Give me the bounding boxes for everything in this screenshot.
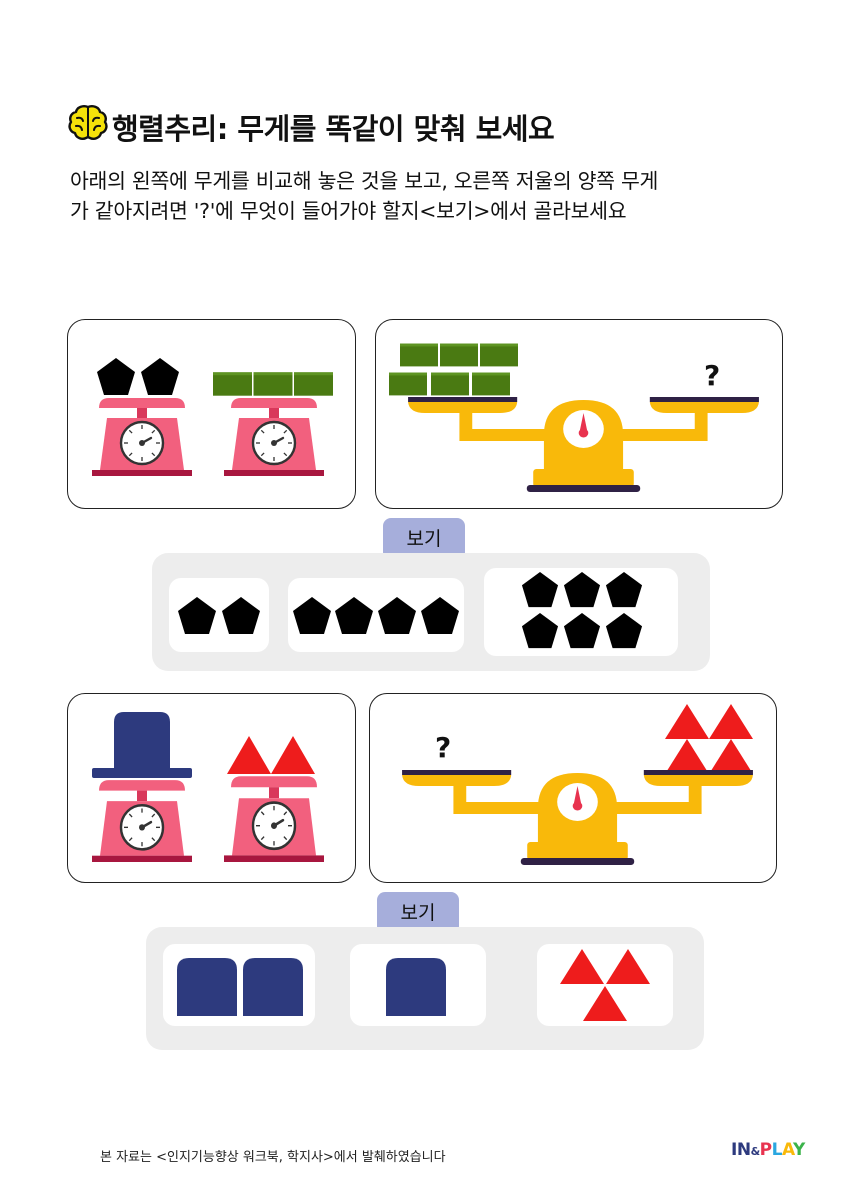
instructions-line-2: 가 같아지려면 '?'에 무엇이 들어가야 할지<보기>에서 골라보세요 [70, 199, 627, 223]
problem2-option-1[interactable] [163, 944, 315, 1026]
problem2-triangle-pair [227, 736, 315, 774]
triangle-group-3 [560, 949, 650, 1021]
logo-p: P [759, 1140, 772, 1160]
problem1-option-2[interactable] [288, 578, 464, 652]
problem2-question-mark: ? [435, 731, 452, 764]
problem1-brick-row [213, 372, 333, 396]
problem2-option-2[interactable] [350, 944, 486, 1026]
problem1-question-mark: ? [704, 359, 721, 392]
problem2-triangle-stack [665, 704, 753, 774]
logo-l: L [771, 1140, 783, 1160]
problem1-option-1[interactable] [169, 578, 269, 652]
pentagon-group-6 [521, 571, 643, 649]
pentagon-group-2 [178, 597, 260, 634]
hat-group-2 [177, 958, 303, 1016]
problem1-comparison-panel [67, 319, 356, 509]
problem1-kitchen-scale-right [222, 396, 326, 476]
source-note: 본 자료는 <인지기능향상 워크북, 학지사>에서 발췌하였습니다 [100, 1150, 446, 1165]
problem1-balance-scale [408, 397, 759, 492]
inplay-logo: IN&PLAY [731, 1140, 805, 1160]
problem2-balance-scale [402, 770, 753, 865]
brain-icon [68, 105, 108, 140]
instructions-line-1: 아래의 왼쪽에 무게를 비교해 놓은 것을 보고, 오른쪽 저울의 양쪽 무게 [70, 169, 659, 193]
problem1-kitchen-scale-left [90, 396, 194, 476]
problem2-option-3[interactable] [537, 944, 673, 1026]
problem1-option-3[interactable] [484, 568, 678, 656]
problem2-top-hat [92, 712, 192, 778]
problem1-pentagon-pair [97, 358, 179, 395]
problem2-kitchen-scale-left [90, 778, 194, 862]
instructions: 아래의 왼쪽에 무게를 비교해 놓은 것을 보고, 오른쪽 저울의 양쪽 무게 … [70, 166, 790, 226]
logo-a: A [781, 1140, 794, 1160]
pentagon-group-4 [293, 597, 459, 634]
hat-group-1 [386, 958, 446, 1016]
page-title: 행렬추리: 무게를 똑같이 맞춰 보세요 [112, 112, 555, 146]
logo-amp: & [750, 1145, 761, 1158]
logo-in: IN [731, 1140, 751, 1160]
logo-y: Y [793, 1140, 805, 1160]
problem1-brick-stack [389, 343, 518, 396]
problem2-kitchen-scale-right [222, 774, 326, 862]
